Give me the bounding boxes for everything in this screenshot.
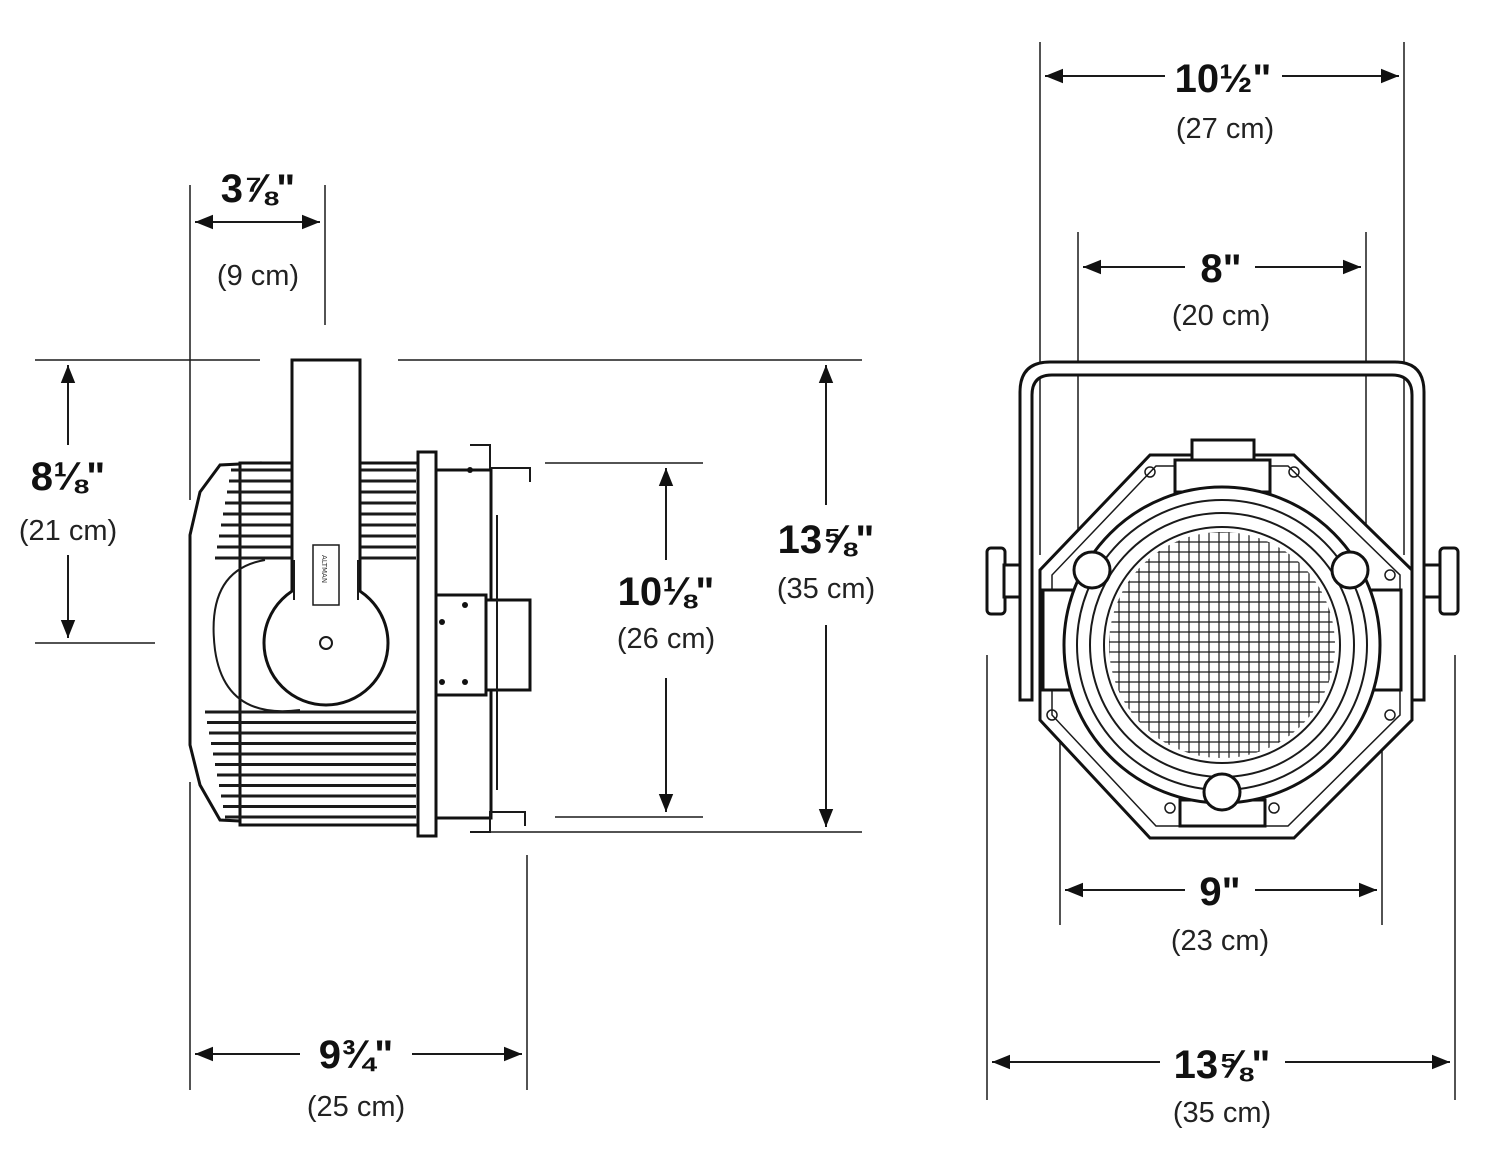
dim-overall-width-inch: 13⅝" xyxy=(1174,1043,1271,1087)
front-extension-lines xyxy=(986,42,1456,1100)
dim-front-height-inch: 10⅛" xyxy=(618,570,715,614)
dim-overall-height: 13⅝" (35 cm) xyxy=(777,365,875,827)
dim-height-upper-cm: (21 cm) xyxy=(19,515,117,547)
dim-depth-top-cm: (9 cm) xyxy=(217,260,299,292)
side-extension-lines xyxy=(35,185,862,1090)
dim-front-height: 10⅛" (26 cm) xyxy=(617,468,715,812)
dim-yoke-width-cm: (27 cm) xyxy=(1176,113,1274,145)
dim-height-upper: 8⅛" (21 cm) xyxy=(19,365,117,638)
brand-label: ALTMAN xyxy=(320,555,328,583)
side-view: ALTMAN 3⅞" (9 cm) 8⅛" (21 cm) 10⅛" (26 c… xyxy=(19,167,875,1123)
dim-yoke-width: 10½" (27 cm) xyxy=(1045,57,1399,145)
dim-body-width: 9" (23 cm) xyxy=(1065,870,1377,957)
dim-overall-height-inch: 13⅝" xyxy=(778,518,875,562)
dim-depth-top: 3⅞" (9 cm) xyxy=(195,167,320,292)
dim-lens-width-cm: (20 cm) xyxy=(1172,300,1270,332)
dim-lens-width: 8" (20 cm) xyxy=(1083,247,1361,332)
front-view: 10½" (27 cm) 8" (20 cm) 9" (23 cm) 13⅝" … xyxy=(985,42,1460,1129)
fixture-side-body: ALTMAN xyxy=(188,358,532,838)
dim-depth-top-inch: 3⅞" xyxy=(221,167,296,211)
dim-overall-depth-inch: 9¾" xyxy=(319,1033,394,1077)
dim-overall-height-cm: (35 cm) xyxy=(777,573,875,605)
dim-front-height-cm: (26 cm) xyxy=(617,623,715,655)
dim-height-upper-inch: 8⅛" xyxy=(31,455,106,499)
dim-overall-depth-cm: (25 cm) xyxy=(307,1091,405,1123)
dim-lens-width-inch: 8" xyxy=(1200,247,1241,291)
fixture-front-body xyxy=(985,360,1460,840)
dim-body-width-cm: (23 cm) xyxy=(1171,925,1269,957)
dim-overall-width-cm: (35 cm) xyxy=(1173,1097,1271,1129)
dim-overall-width: 13⅝" (35 cm) xyxy=(992,1043,1450,1129)
dim-overall-depth: 9¾" (25 cm) xyxy=(195,1033,522,1123)
dim-body-width-inch: 9" xyxy=(1199,870,1240,914)
dim-yoke-width-inch: 10½" xyxy=(1175,57,1272,101)
